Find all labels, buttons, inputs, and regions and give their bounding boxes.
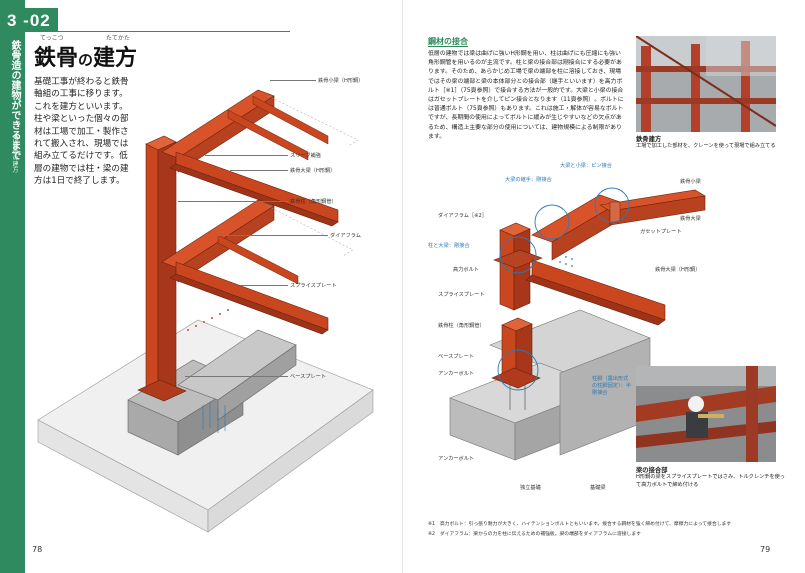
- photo-beam-joint-art: [636, 366, 776, 462]
- ruby-1: てっこつ: [40, 35, 64, 42]
- leader-line: [178, 201, 288, 202]
- gutter: [402, 0, 403, 573]
- leader-line: [240, 285, 288, 286]
- label-base-plate-right: ベースプレート: [438, 354, 475, 360]
- label-base-plate: ベースプレート: [290, 374, 327, 380]
- label-column-right: 鉄骨柱（角形鋼管）: [438, 323, 485, 329]
- leader-line: [185, 376, 288, 377]
- label-gusset: ガセットプレート: [640, 229, 682, 235]
- heading-rule: [428, 46, 468, 47]
- label-splice: スプライスプレート: [290, 283, 337, 289]
- joint-detail-diagram: [449, 187, 706, 461]
- body-paragraph: 低層の建物では梁は曲げに強いH形鋼を用い、柱は曲げにも圧縮にも強い角形鋼管を用い…: [428, 51, 624, 140]
- photo-steel-erection: [636, 36, 776, 132]
- label-anchor-bolt-2: アンカーボルト: [438, 456, 475, 462]
- section-number: 3 -02: [7, 11, 51, 30]
- label-column-base: 柱脚（露出形式の柱脚固定）：半剛接合: [592, 376, 631, 396]
- title-rule: [58, 31, 290, 32]
- chapter-side-subtitle: 03鉄骨の建方: [11, 135, 18, 173]
- label-grade-beam: 基礎梁: [590, 485, 606, 491]
- label-col-beam: 柱と大梁：剛接合: [428, 243, 470, 249]
- footnote-1: ※1 高力ボルト：引っ張り耐力が大きく、ハイテンションボルトともいいます。接合す…: [428, 522, 732, 527]
- photo2-caption-title: 梁の接合部: [636, 467, 668, 474]
- page-number-right: 79: [760, 545, 771, 554]
- label-splice-right: スプライスプレート: [438, 292, 485, 298]
- section-tag: [0, 8, 58, 32]
- title-ruby: てっこつ たてかた: [40, 33, 132, 42]
- label-sleeve: スリーブ補強: [290, 153, 321, 159]
- label-beam-large: 鉄骨大梁（H形鋼）: [290, 168, 336, 174]
- title-main-b: 建方: [93, 46, 138, 71]
- label-beam-joint: 大梁の継手：剛接合: [505, 177, 552, 183]
- label-diaphragm: ダイアフラム: [330, 233, 361, 239]
- label-small-beam: 鉄骨小梁: [680, 179, 701, 185]
- title-main-a: 鉄骨: [34, 46, 79, 71]
- photo2-caption: H形鋼の梁をスプライスプレートではさみ、トルクレンチを使って高力ボルトで締め付け…: [636, 474, 785, 488]
- label-bolt: 高力ボルト: [453, 267, 479, 273]
- footnote-2: ※2 ダイアフラム：梁からの力を柱に伝えるための補強板。梁の端部をダイアフラムに…: [428, 532, 641, 537]
- leader-line: [205, 155, 288, 156]
- label-beam-small: 鉄骨小梁（H形鋼）: [318, 78, 364, 84]
- section-sideband: [0, 0, 25, 573]
- label-beam-pin: 大梁と小梁：ピン接合: [560, 163, 612, 169]
- label-large-beam: 鉄骨大梁: [680, 216, 701, 222]
- leader-line: [270, 80, 316, 81]
- photo-steel-erection-art: [636, 36, 776, 132]
- section-heading: 鋼材の接合: [428, 37, 468, 46]
- lead-paragraph: 基礎工事が終わると鉄骨軸組の工事に移ります。これを建方といいます。柱や梁といった…: [34, 77, 129, 187]
- label-diaphragm: ダイアフラム［※2］: [438, 213, 487, 219]
- label-large-beam-h: 鉄骨大梁（H形鋼）: [655, 267, 701, 273]
- page-number-left: 78: [32, 545, 43, 554]
- photo-beam-joint: [636, 366, 776, 462]
- label-footing: 独立基礎: [520, 485, 541, 491]
- page-title: 鉄骨の建方: [34, 40, 137, 72]
- photo1-caption-title: 鉄骨建方: [636, 136, 662, 143]
- ruby-2: たてかた: [105, 35, 130, 42]
- steel-frame-diagram: [37, 89, 374, 533]
- leader-line: [230, 170, 288, 171]
- leader-line: [205, 235, 328, 236]
- label-column: 鉄骨柱（角形鋼管）: [290, 199, 337, 205]
- chapter-side-title: 鉄骨造の建物ができるまで: [9, 40, 20, 160]
- label-anchor-bolt: アンカーボルト: [438, 371, 475, 377]
- title-particle: の: [78, 51, 94, 69]
- photo1-caption: 工場で加工した部材を、クレーンを使って現場で組み立てる: [636, 143, 776, 149]
